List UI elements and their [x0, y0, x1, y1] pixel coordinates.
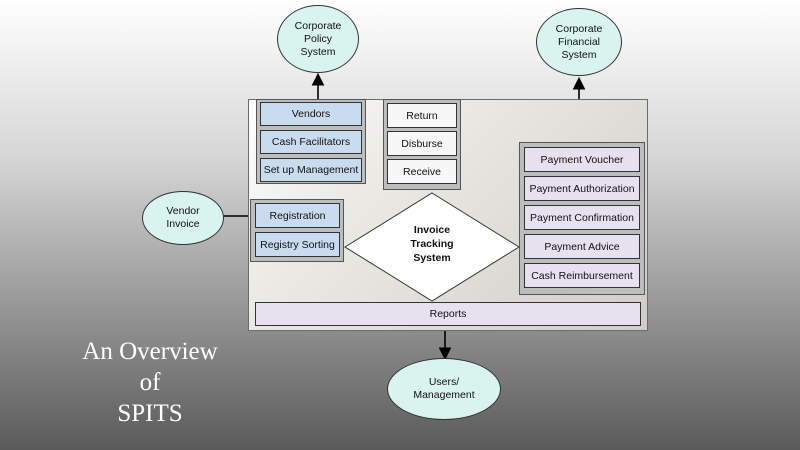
registration-box: Registration — [255, 203, 340, 228]
caption-line-2: of — [139, 369, 161, 396]
caption-line-1: An Overview — [82, 338, 218, 365]
caption-line-3: SPITS — [117, 400, 183, 427]
center-line-3: System — [413, 252, 450, 264]
cash-facilitators-box: Cash Facilitators — [260, 130, 362, 154]
payment-advice-box: Payment Advice — [524, 234, 640, 259]
payment-authorization-box: Payment Authorization — [524, 176, 640, 201]
receive-box: Receive — [387, 159, 457, 184]
payment-confirmation-box: Payment Confirmation — [524, 205, 640, 230]
registry-sorting-box: Registry Sorting — [255, 232, 340, 257]
center-line-1: Invoice — [414, 224, 450, 236]
disburse-box: Disburse — [387, 131, 457, 156]
center-line-2: Tracking — [410, 238, 453, 250]
vendors-box: Vendors — [260, 102, 362, 126]
payment-voucher-box: Payment Voucher — [524, 147, 640, 172]
slide-caption: An Overview of SPITS — [40, 336, 260, 429]
corporate-policy-node: Corporate Policy System — [277, 5, 359, 73]
return-box: Return — [387, 103, 457, 128]
corporate-financial-node: Corporate Financial System — [536, 8, 622, 76]
cash-reimbursement-box: Cash Reimbursement — [524, 263, 640, 288]
vendor-invoice-node: Vendor Invoice — [142, 191, 224, 245]
invoice-tracking-diamond: Invoice Tracking System — [344, 192, 520, 302]
users-management-node: Users/ Management — [387, 358, 501, 420]
setup-management-box: Set up Management — [260, 158, 362, 182]
reports-bar: Reports — [255, 302, 641, 326]
